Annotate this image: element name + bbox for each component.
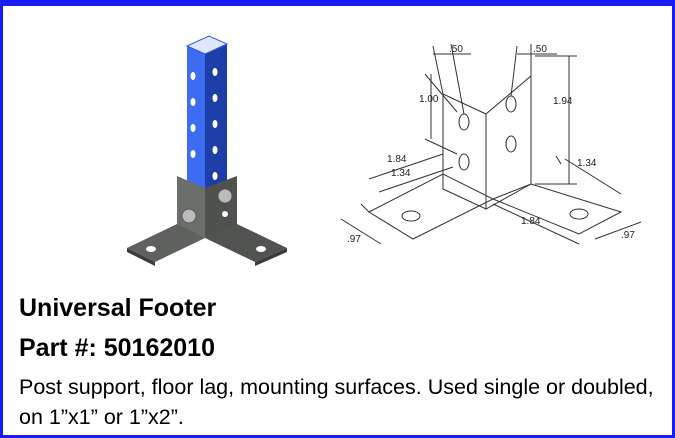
footer-render-image bbox=[127, 35, 287, 266]
foot-hole-left bbox=[146, 246, 156, 252]
dim-height: 1.94 bbox=[553, 96, 573, 107]
dim-right-width: .97 bbox=[621, 230, 635, 241]
bracket-hole bbox=[222, 211, 228, 217]
bracket-foot-right bbox=[205, 224, 287, 262]
dim-bottom-length: 1.84 bbox=[521, 216, 541, 227]
dim-left-length: 1.84 bbox=[387, 154, 407, 165]
dim-left-width: .97 bbox=[347, 234, 361, 245]
part-number: Part #: 50162010 bbox=[19, 334, 215, 362]
post-top bbox=[185, 35, 229, 55]
post-face bbox=[187, 46, 205, 198]
product-description: Post support, floor lag, mounting surfac… bbox=[19, 375, 654, 429]
post-holes bbox=[190, 68, 218, 180]
bracket-foot-left bbox=[127, 224, 205, 262]
foot-hole-right bbox=[256, 246, 266, 252]
bracket-upright-left bbox=[177, 176, 205, 238]
bolt-bottom bbox=[181, 208, 197, 224]
product-name: Universal Footer bbox=[19, 294, 217, 322]
bolt-top bbox=[217, 188, 233, 204]
dimension-drawing: .50 .50 1.00 1.94 1.84 1.34 1.34 1.84 .9… bbox=[340, 43, 642, 245]
dim-hole-spacing: 1.00 bbox=[419, 94, 439, 105]
dim-right-hole: 1.34 bbox=[577, 158, 597, 169]
dim-top-right: .50 bbox=[533, 44, 547, 55]
dim-left-hole: 1.34 bbox=[391, 168, 411, 179]
dim-top-left: .50 bbox=[449, 44, 463, 55]
